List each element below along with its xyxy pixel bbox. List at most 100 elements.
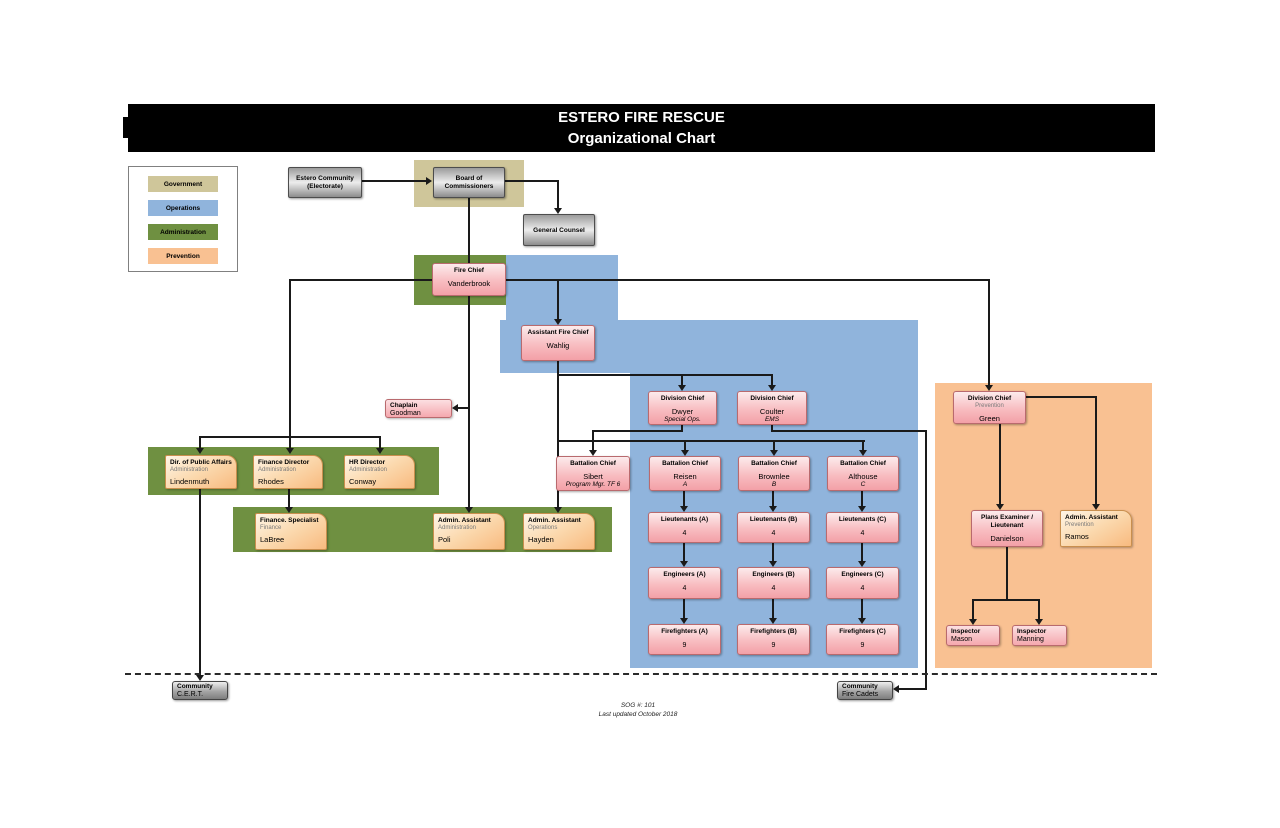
legend-label: Government xyxy=(163,180,203,188)
connector-line xyxy=(771,374,773,385)
node-role: Admin. Assistant xyxy=(438,517,491,524)
node-count: 4 xyxy=(771,585,776,592)
arrow-head-down xyxy=(858,506,866,512)
node-count: 9 xyxy=(860,642,865,649)
connector-line xyxy=(557,374,773,376)
connector-line xyxy=(772,543,774,561)
connector-line xyxy=(861,599,863,618)
connector-line xyxy=(557,279,559,319)
arrow-head-down xyxy=(770,450,778,456)
connector-line xyxy=(861,543,863,561)
node-role: Finance. Specialist xyxy=(260,517,319,524)
node-person: Brownlee xyxy=(758,472,790,481)
arrow-head-down xyxy=(681,450,689,456)
org-node-lt-c: Lieutenants (C)4 xyxy=(826,512,899,543)
node-role: Firefighters (A) xyxy=(661,628,708,635)
arrow-head-left xyxy=(452,404,458,412)
node-dept: Administration xyxy=(438,525,477,531)
node-role: Lieutenants (A) xyxy=(660,516,709,523)
node-note: A xyxy=(682,481,688,488)
connector-line xyxy=(771,425,773,432)
node-role: Engineers (B) xyxy=(752,571,795,578)
node-count: 4 xyxy=(860,530,865,537)
connector-line xyxy=(592,430,683,432)
arrow-head-down xyxy=(589,450,597,456)
org-node-ff-b: Firefighters (B)9 xyxy=(737,624,810,655)
node-role: Inspector xyxy=(951,628,981,635)
arrow-head-down xyxy=(680,506,688,512)
arrow-head-down xyxy=(858,561,866,567)
node-note: Special Ops. xyxy=(664,416,701,423)
node-role: Division Chief xyxy=(750,395,794,402)
node-person: Danielson xyxy=(990,534,1024,543)
connector-line xyxy=(684,440,686,450)
node-note: Program Mgr. TF 6 xyxy=(565,481,621,488)
connector-line xyxy=(557,180,559,208)
connector-line xyxy=(199,489,201,675)
legend-label: Operations xyxy=(165,204,201,212)
node-role: Firefighters (C) xyxy=(839,628,886,635)
connector-line xyxy=(772,599,774,618)
arrow-head-down xyxy=(678,385,686,391)
arrow-head-down xyxy=(554,319,562,325)
node-dept: Prevention xyxy=(1065,522,1094,528)
org-node-eng-a: Engineers (A)4 xyxy=(648,567,721,599)
node-count: 4 xyxy=(860,585,865,592)
sog-number: SOG #: 101 xyxy=(620,702,656,709)
node-dept: Administration xyxy=(258,467,297,473)
connector-line xyxy=(681,425,683,432)
node-person: Hayden xyxy=(528,535,554,544)
connector-line xyxy=(199,436,201,448)
arrow-head-down xyxy=(769,561,777,567)
node-role: Division Chief xyxy=(660,395,705,402)
org-node-eng-b: Engineers (B) 4 xyxy=(737,567,810,599)
node-role: General Counsel xyxy=(533,226,585,234)
node-person: Fire Cadets xyxy=(842,691,879,698)
org-node-lt-a: Lieutenants (A) 4 xyxy=(648,512,721,543)
community-divider-line xyxy=(125,673,1157,675)
connector-line xyxy=(1006,547,1008,600)
connector-line xyxy=(681,374,683,385)
connector-line xyxy=(683,599,685,618)
connector-line xyxy=(972,599,974,619)
connector-line xyxy=(289,436,291,448)
node-role: Fire Chief xyxy=(454,267,484,274)
node-role: Inspector xyxy=(1017,628,1047,635)
arrow-head-down xyxy=(554,208,562,214)
arrow-head-down xyxy=(769,506,777,512)
legend-label: Administration xyxy=(160,228,206,236)
legend-item-prevention: Prevention xyxy=(148,248,218,264)
node-count: 9 xyxy=(682,642,687,649)
connector-line xyxy=(683,491,685,506)
connector-line xyxy=(861,491,863,506)
arrow-head-down xyxy=(196,448,204,454)
node-role2: (Electorate) xyxy=(307,183,343,190)
connector-line xyxy=(592,430,594,450)
node-role: Battalion Chief xyxy=(840,460,886,467)
connector-line xyxy=(557,440,865,442)
arrow-head-down xyxy=(196,675,204,681)
connector-line xyxy=(771,430,927,432)
connector-line xyxy=(683,543,685,561)
node-person: Mason xyxy=(951,636,973,643)
node-count: 4 xyxy=(682,530,687,537)
node-role: Admin. Assistant xyxy=(1065,514,1118,521)
node-person: Sibert xyxy=(583,472,603,481)
connector-line xyxy=(379,436,381,448)
connector-line xyxy=(505,180,559,182)
